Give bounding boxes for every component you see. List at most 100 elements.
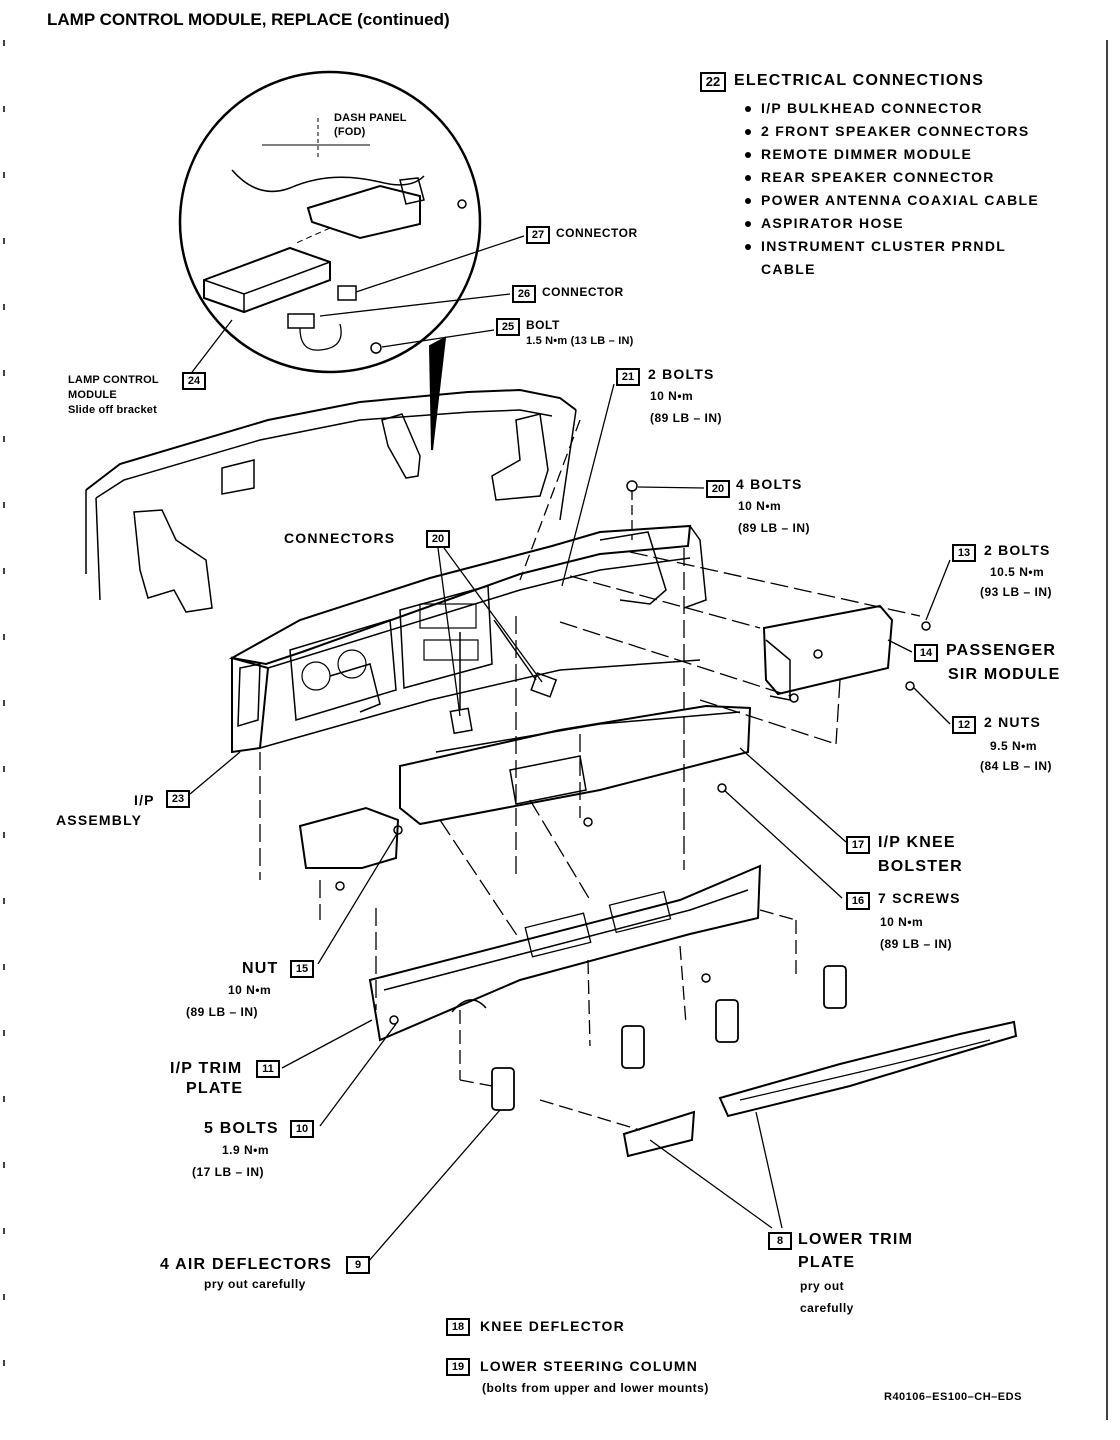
callout-20-bolts-label: 4 BOLTS (736, 476, 803, 492)
callout-20-bolts-torque: 10 N•m (738, 499, 782, 513)
callout-number-21: 21 (616, 368, 640, 386)
callout-13-torque-imperial: (93 LB – IN) (980, 585, 1053, 599)
trim-screw-r (701, 973, 711, 983)
nut-15 (393, 825, 403, 835)
callout-number-24: 24 (182, 372, 206, 390)
callout-number-26: 26 (512, 285, 536, 303)
callout-16-torque-imperial: (89 LB – IN) (880, 937, 953, 951)
callout-11-label-2: PLATE (186, 1080, 244, 1097)
module-bracket (306, 184, 421, 240)
callout-number-8: 8 (768, 1232, 792, 1250)
detail-screw (457, 199, 467, 209)
sir-nut-b (789, 693, 799, 703)
callout-11-label: I/P TRIM (170, 1060, 243, 1077)
leader-15 (317, 831, 399, 965)
sir-bolt-b (921, 621, 931, 631)
trim-bolt-10 (389, 1015, 399, 1025)
callout-number-13: 13 (952, 544, 976, 562)
callout-15-label: NUT (242, 960, 279, 977)
bullet-icon (745, 175, 751, 182)
cowl-right-edge (559, 409, 577, 521)
dash-sir-2 (559, 621, 791, 697)
leader-11 (281, 1019, 373, 1069)
detail-circle (178, 70, 482, 374)
callout-13-label: 2 BOLTS (984, 542, 1051, 558)
bullet-icon (745, 198, 751, 205)
center-bracket (381, 413, 421, 479)
dash-v-5 (439, 819, 521, 941)
callout-number-22: 22 (700, 72, 726, 92)
dash-d-4 (679, 945, 687, 1025)
left-bracket (133, 509, 213, 613)
sir-module-shape (762, 604, 894, 696)
connector-26-wires (299, 323, 342, 351)
leader-23 (189, 751, 241, 795)
callout-23-label: I/P (134, 792, 155, 808)
dash-panel-sublabel: (FOD) (334, 126, 366, 138)
callout-12-torque-imperial: (84 LB – IN) (980, 759, 1053, 773)
callout-number-25: 25 (496, 318, 520, 336)
right-end-bracket (599, 531, 667, 605)
air-deflector-3 (715, 999, 739, 1043)
trim-opening-1 (524, 912, 592, 958)
screw-16 (717, 783, 727, 793)
ip-left-end (231, 656, 270, 754)
bullet-icon (745, 221, 751, 228)
callout-10-torque-imperial: (17 LB – IN) (192, 1165, 265, 1179)
callout-number-18: 18 (446, 1318, 470, 1336)
callout-9-note: pry out carefully (204, 1277, 306, 1291)
connector-27-label: CONNECTOR (556, 226, 638, 240)
callout-8-note-2: carefully (800, 1301, 854, 1315)
figure-code: R40106–ES100–CH–EDS (884, 1391, 1022, 1403)
lamp-control-module-note: Slide off bracket (68, 404, 157, 416)
callout-15-torque-imperial: (89 LB – IN) (186, 1005, 259, 1019)
ip-bottom (259, 659, 701, 749)
leader-12 (913, 687, 951, 725)
cowl-top (85, 388, 577, 491)
dash-sir-1 (569, 575, 761, 629)
list-item: ASPIRATOR HOSE (745, 215, 1039, 238)
callout-15-torque: 10 N•m (228, 983, 272, 997)
callout-10-torque: 1.9 N•m (222, 1143, 270, 1157)
callout-number-19: 19 (446, 1358, 470, 1376)
bolt-25-label: BOLT (526, 318, 560, 332)
hanging-connector-2 (530, 672, 558, 698)
dash-sir-3 (629, 551, 921, 617)
page-title: LAMP CONTROL MODULE, REPLACE (continued) (47, 10, 450, 29)
knee-bolster-top (435, 711, 741, 753)
bolt-20-head (626, 480, 638, 492)
callout-17-label-2: BOLSTER (878, 858, 963, 875)
callout-number-20-bolts: 20 (706, 480, 730, 498)
ip-left-vent (237, 663, 261, 728)
list-item: 2 FRONT SPEAKER CONNECTORS (745, 123, 1039, 146)
callout-9-label: 4 AIR DEFLECTORS (160, 1256, 333, 1273)
ip-lower-center (329, 663, 381, 713)
sir-bolt-a (813, 649, 823, 659)
callout-21-torque-imperial: (89 LB – IN) (650, 411, 723, 425)
dash-21 (519, 419, 581, 581)
cowl-inner (95, 409, 553, 499)
callout-12-torque: 9.5 N•m (990, 739, 1038, 753)
ip-top-surface (229, 524, 692, 666)
lower-trim-strip-detail (739, 1039, 991, 1101)
air-deflector-2 (621, 1025, 645, 1069)
leader-14 (887, 639, 913, 653)
air-deflector-1 (491, 1067, 515, 1111)
leader-20-connectors-b (443, 547, 543, 683)
bolt-25-torque: 1.5 N•m (13 LB – IN) (526, 335, 634, 347)
list-item: REMOTE DIMMER MODULE (745, 146, 1039, 169)
screw-17 (583, 817, 593, 827)
cowl-left-bracket (95, 497, 101, 601)
callout-number-27: 27 (526, 226, 550, 244)
leader-8-a (649, 1139, 773, 1229)
callout-16-label: 7 SCREWS (878, 890, 961, 906)
lamp-control-module-shape (203, 246, 331, 314)
dash-sir-5 (835, 679, 841, 745)
bullet-icon (745, 106, 751, 113)
leader-21 (561, 383, 615, 587)
bullet-icon (745, 152, 751, 159)
climate-face (423, 639, 479, 661)
callout-number-10: 10 (290, 1120, 314, 1138)
leader-27 (355, 235, 525, 293)
